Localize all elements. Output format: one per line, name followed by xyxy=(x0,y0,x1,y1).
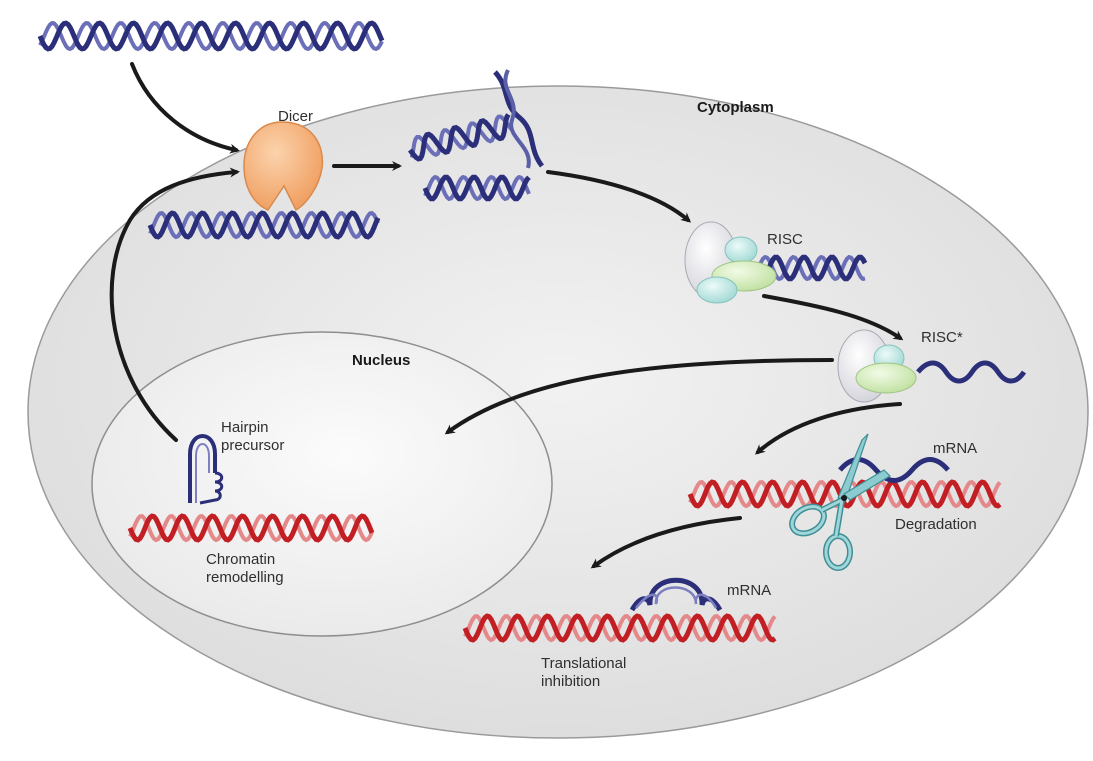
sirna-fragment-3 xyxy=(422,174,531,202)
dicer-enzyme xyxy=(243,121,324,212)
sirna-fragment-2 xyxy=(493,69,545,169)
mrna-degradation-label: mRNA xyxy=(933,440,978,457)
nucleus-label: Nucleus xyxy=(352,352,411,369)
cytoplasm-label: Cytoplasm xyxy=(697,99,774,116)
risc-label: RISC xyxy=(767,231,803,248)
translational-label-line2: inhibition xyxy=(541,673,601,690)
risc-complex xyxy=(684,221,777,304)
dsrna-below-dicer xyxy=(147,210,381,240)
arrow-sirna-to-risc xyxy=(546,170,692,223)
long-dsrna-helix xyxy=(37,20,385,52)
hairpin-label-line2: precursor xyxy=(221,437,285,454)
pathway-arrows xyxy=(109,62,904,569)
degradation-label: Degradation xyxy=(895,516,977,533)
arrow-riscstar-to-nucleus xyxy=(444,358,834,435)
sirna-fragment-1 xyxy=(407,113,514,162)
chromatin-label-line1: Chromatin xyxy=(206,551,276,568)
arrow-dsrna-to-dicer xyxy=(130,62,240,154)
nucleus-compartment xyxy=(91,331,553,637)
translational-label-line1: Translational xyxy=(541,655,627,672)
chromatin-label-line2: remodelling xyxy=(206,569,284,586)
hairpin-label-line1: Hairpin xyxy=(221,419,269,436)
arrow-to-translational-inhibition xyxy=(590,516,742,569)
arrow-risc-to-riscstar xyxy=(762,294,904,341)
arrow-riscstar-to-degradation xyxy=(754,402,902,455)
guide-rna-strand xyxy=(916,360,1027,384)
mrna-inhibition-label: mRNA xyxy=(727,582,772,599)
arrow-hairpin-to-dicer xyxy=(109,167,240,442)
scissors-icon xyxy=(789,433,891,571)
risc-star-complex xyxy=(837,329,917,403)
risc-star-label: RISC* xyxy=(921,329,963,346)
dicer-label: Dicer xyxy=(278,108,314,125)
mrna-translation-helix xyxy=(462,613,777,643)
hairpin-precursor xyxy=(188,434,224,505)
chromatin-helix xyxy=(127,513,375,543)
